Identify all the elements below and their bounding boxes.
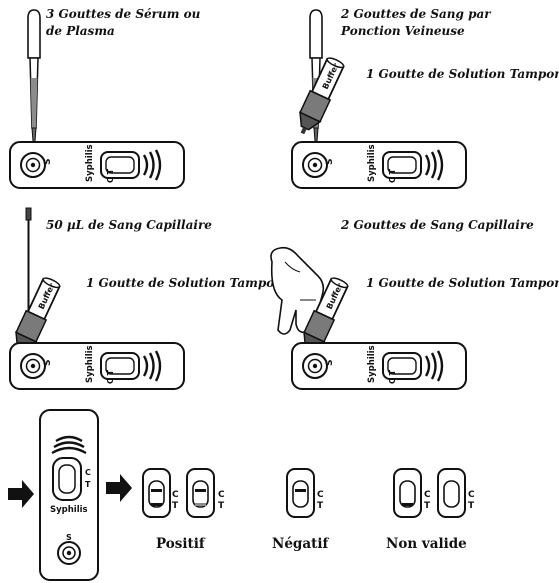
sample-well-label: S: [325, 159, 335, 165]
cassette-name-label: Syphilis: [367, 144, 377, 182]
result-negative-label: Négatif: [272, 536, 329, 552]
cassette-name-label: Syphilis: [367, 345, 377, 383]
capillary-bulb-icon: [26, 208, 31, 220]
t-label: T: [424, 501, 431, 511]
big-cassette-c-label: C: [85, 468, 91, 477]
caption-venous-line1: 2 Gouttes de Sang par: [340, 7, 492, 21]
c-label: C: [317, 490, 324, 500]
big-cassette-name: Syphilis: [50, 505, 88, 515]
panel-serum: 3 Gouttes de Sérum ou de Plasma S Syphil…: [10, 7, 201, 188]
c-label: C: [424, 490, 431, 500]
big-cassette-t-label: T: [85, 480, 91, 489]
c-label: C: [218, 490, 225, 500]
panel-capillary-50: 50 µL de Sang Capillaire Buffer 1 Goutte…: [8, 208, 283, 389]
arrow-right-icon: [8, 480, 34, 508]
test-cassette: [10, 343, 184, 389]
t-label: T: [468, 501, 475, 511]
cassette-window-label: C T: [388, 369, 397, 384]
result-invalid-label: Non valide: [386, 536, 467, 552]
test-cassette: [10, 142, 184, 188]
panel-capillary-2: 2 Gouttes de Sang Capillaire Buffer 1 Go…: [271, 218, 559, 389]
caption-capillary-50: 50 µL de Sang Capillaire: [46, 218, 212, 232]
cassette-window-label: C T: [106, 168, 115, 183]
arrow-right-icon: [106, 474, 132, 502]
big-cassette-well-label: S: [66, 533, 72, 542]
t-label: T: [218, 501, 225, 511]
test-cassette: [292, 142, 466, 188]
pipette-icon: [28, 10, 40, 144]
caption-buffer-capillary-2: 1 Goutte de Solution Tampon: [366, 276, 559, 290]
cassette-name-label: Syphilis: [85, 144, 95, 182]
result-invalid: C T C T Non valide: [386, 469, 475, 552]
reading-section: C T Syphilis S C T C T Positif C T Négat…: [8, 410, 475, 580]
cassette-window-label: C T: [388, 168, 397, 183]
test-cassette: [292, 343, 466, 389]
cassette-window-label: C T: [106, 369, 115, 384]
result-positive: C T C T Positif: [143, 469, 225, 552]
cassette-name-label: Syphilis: [85, 345, 95, 383]
caption-serum-line1: 3 Gouttes de Sérum ou: [46, 7, 201, 21]
caption-buffer-capillary-50: 1 Goutte de Solution Tampon: [86, 276, 283, 290]
t-label: T: [317, 501, 324, 511]
vertical-cassette: [40, 410, 98, 580]
t-label: T: [172, 501, 179, 511]
result-positive-label: Positif: [156, 536, 206, 552]
c-label: C: [172, 490, 179, 500]
sample-well-label: S: [43, 159, 53, 165]
c-label: C: [468, 490, 475, 500]
caption-serum-line2: de Plasma: [46, 24, 115, 38]
result-negative: C T Négatif: [272, 469, 329, 552]
sample-well-label: S: [325, 360, 335, 366]
caption-buffer-venous: 1 Goutte de Solution Tampon: [366, 67, 559, 81]
caption-venous-line2: Ponction Veineuse: [340, 24, 465, 38]
caption-capillary-2: 2 Gouttes de Sang Capillaire: [340, 218, 534, 232]
sample-well-label: S: [43, 360, 53, 366]
panel-venous: 2 Gouttes de Sang par Ponction Veineuse …: [292, 7, 559, 188]
